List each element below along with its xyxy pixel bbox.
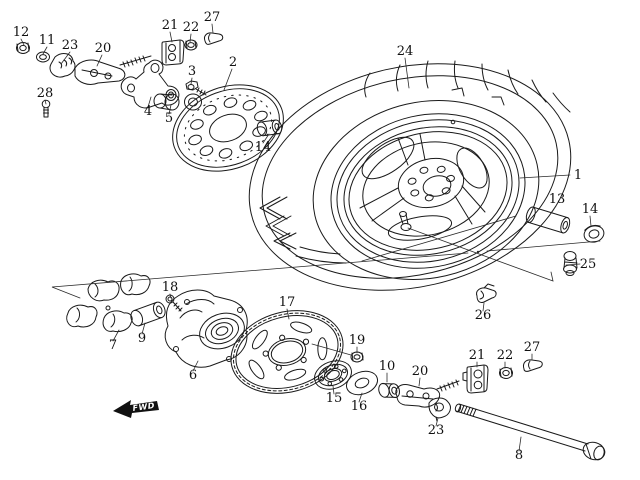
callout-19: 19 [349, 333, 366, 348]
spacer-collar [378, 382, 401, 399]
fwd-label: FWD [132, 401, 155, 413]
callout-7: 7 [109, 338, 117, 353]
bearing [314, 360, 352, 390]
callout-13: 13 [549, 192, 566, 207]
callout-26: 26 [475, 308, 492, 323]
callout-10: 10 [379, 359, 396, 374]
callout-labels: 12 11 23 20 28 21 22 27 3 2 4 5 14 24 1 … [13, 10, 599, 463]
bleeder-screw [41, 99, 51, 118]
callout-27-bottom: 27 [524, 340, 541, 355]
callout-22-bottom: 22 [497, 348, 514, 363]
brake-disc [172, 84, 284, 172]
sprocket [230, 310, 344, 394]
callout-18: 18 [162, 280, 179, 295]
washer [36, 51, 50, 63]
callout-23-top: 23 [62, 38, 79, 53]
callout-1: 1 [574, 168, 582, 183]
fwd-direction-arrow: FWD [113, 400, 159, 418]
adjuster-block-right [462, 364, 489, 394]
callout-15: 15 [326, 391, 343, 406]
callout-5: 5 [165, 111, 173, 126]
callout-22-top: 22 [183, 20, 200, 35]
callout-leader-lines [20, 23, 592, 452]
callout-20-bottom: 20 [412, 364, 429, 379]
chain-adjuster-left [74, 55, 152, 85]
valve-stem-on-rim [399, 211, 412, 231]
callout-3: 3 [188, 64, 196, 79]
callout-14-left: 14 [255, 140, 272, 155]
callout-25: 25 [580, 257, 597, 272]
end-cap-left [204, 32, 224, 45]
damper-set [66, 273, 151, 333]
callout-6: 6 [189, 368, 197, 383]
callout-4: 4 [144, 104, 152, 119]
adjuster-plate-right [428, 397, 451, 422]
callout-2: 2 [229, 55, 237, 70]
adjuster-nut-left [184, 39, 198, 51]
disc-spacer [256, 119, 283, 137]
callout-8: 8 [515, 448, 523, 463]
wheel-hub [397, 157, 465, 209]
axle-spacer [525, 206, 571, 234]
callout-28: 28 [37, 86, 54, 101]
callout-20-top: 20 [95, 41, 112, 56]
adjuster-plate-left [49, 53, 76, 78]
balance-weight [476, 283, 497, 303]
caliper-bolt [185, 80, 207, 96]
damper-spacer [130, 301, 166, 327]
callout-21-top: 21 [162, 18, 179, 33]
callout-21-bottom: 21 [469, 348, 486, 363]
callout-24: 24 [397, 44, 414, 59]
sprocket-drum [164, 289, 248, 368]
stud-nut [350, 351, 364, 363]
callout-27-top: 27 [204, 10, 221, 25]
callout-9: 9 [138, 331, 146, 346]
adjuster-nut-right [499, 367, 513, 379]
adjuster-block-left [161, 39, 185, 66]
bracket-spacer [153, 93, 202, 111]
axle-nut [16, 42, 30, 54]
callout-12: 12 [13, 25, 30, 40]
wheel-rim [330, 113, 526, 269]
callout-23-bottom: 23 [428, 423, 445, 438]
valve-part [563, 251, 578, 276]
callout-14-right: 14 [582, 202, 599, 217]
callout-17: 17 [279, 295, 296, 310]
construction-lines [51, 215, 601, 356]
small-bolt [165, 294, 183, 312]
hub-washer [346, 370, 378, 396]
axle-shaft [454, 403, 606, 461]
chain-adjuster-right [395, 379, 460, 408]
end-cap-right [523, 359, 543, 372]
callout-16: 16 [351, 399, 368, 414]
callout-11: 11 [39, 33, 56, 48]
